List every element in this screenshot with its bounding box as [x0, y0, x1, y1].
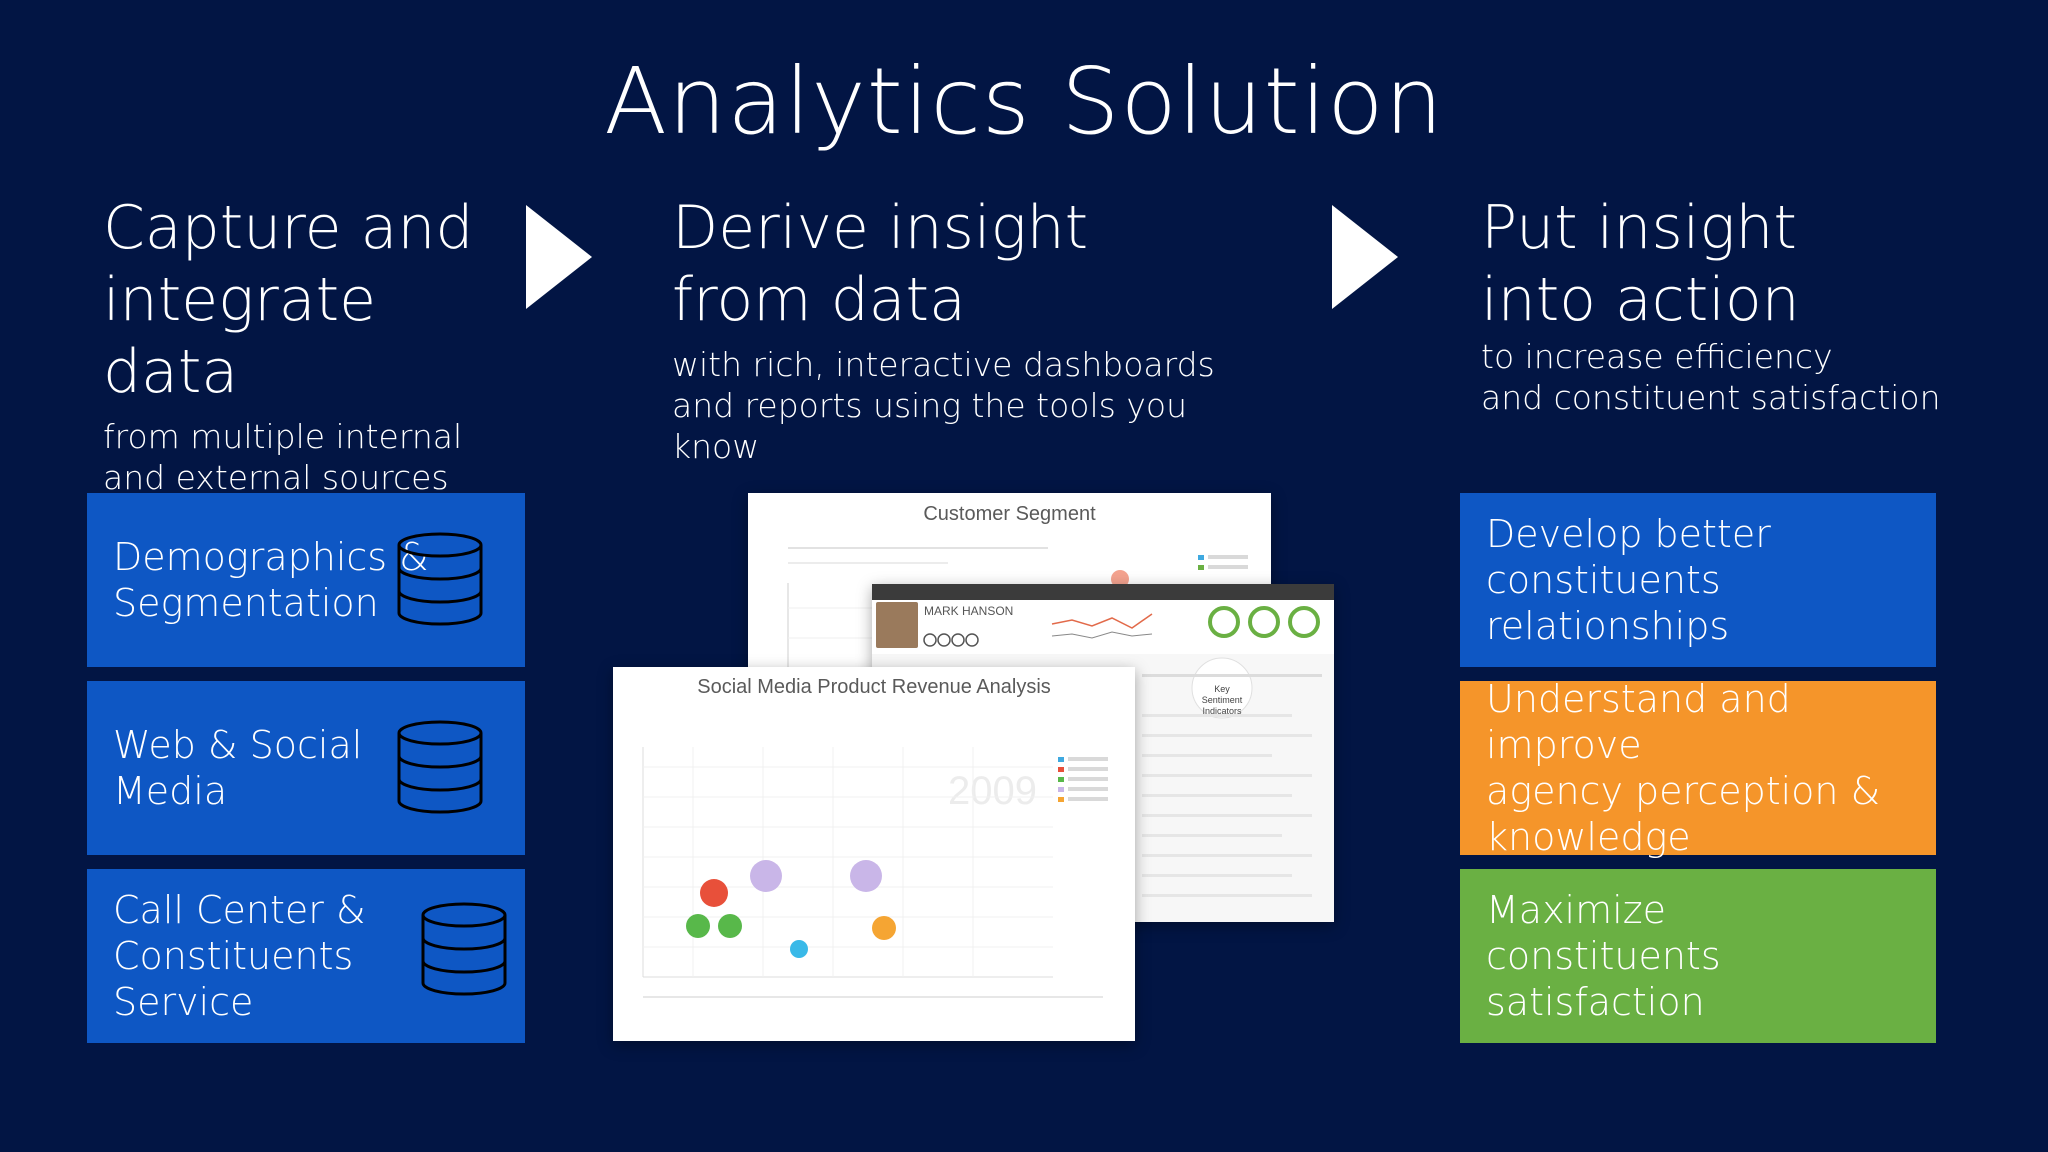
screen-title: Social Media Product Revenue Analysis [697, 676, 1051, 698]
tile-label: Web & Social Media [113, 723, 363, 813]
bubble-chart-thumbnail [642, 747, 1108, 998]
tile-label: Maximize constituents satisfaction [1486, 888, 1721, 1024]
column-subheading: with rich, interactive dashboards and re… [672, 345, 1215, 466]
database-icon [397, 532, 483, 626]
slide-title: Analytics Solution [604, 48, 1444, 155]
column-heading: Put insight into action [1481, 193, 1800, 335]
tile-label: Demographics & Segmentation [113, 535, 429, 625]
outcome-tile-relationships: Develop better constituents relationship… [1460, 493, 1936, 667]
arrow-right-icon [1332, 205, 1398, 309]
database-icon [421, 902, 507, 996]
arrow-right-icon [526, 205, 592, 309]
contact-name: MARK HANSON [924, 604, 1014, 618]
database-icon [397, 720, 483, 814]
column-derive: Derive insight from data with rich, inte… [672, 192, 1232, 467]
source-tile-call-center: Call Center & Constituents Service [87, 869, 525, 1043]
column-heading: Capture and integrate data [103, 193, 474, 407]
year-watermark: 2009 [948, 769, 1037, 813]
column-subheading: from multiple internal and external sour… [103, 417, 463, 497]
tile-label: Call Center & Constituents Service [113, 888, 366, 1024]
crm-widgets-thumbnail [923, 606, 1322, 897]
source-tile-web-social: Web & Social Media [87, 681, 525, 855]
column-capture: Capture and integrate data from multiple… [103, 192, 523, 498]
source-tile-demographics: Demographics & Segmentation [87, 493, 525, 667]
screen-title: Customer Segment [923, 503, 1096, 525]
key-sentiment-label: Key Sentiment Indicators [1201, 684, 1243, 716]
avatar [876, 602, 918, 648]
crm-toolbar [872, 584, 1334, 600]
outcome-tile-perception: Understand and improve agency perception… [1460, 677, 1936, 859]
tile-label: Develop better constituents relationship… [1486, 512, 1771, 648]
outcome-tile-satisfaction: Maximize constituents satisfaction [1460, 869, 1936, 1043]
tile-label: Understand and improve agency perception… [1486, 677, 1881, 859]
social-media-revenue-screen: Social Media Product Revenue Analysis 20… [613, 667, 1135, 1041]
column-subheading: to increase efficiency and constituent s… [1481, 337, 1941, 417]
column-action: Put insight into action to increase effi… [1481, 192, 1981, 418]
column-heading: Derive insight from data [672, 193, 1089, 335]
